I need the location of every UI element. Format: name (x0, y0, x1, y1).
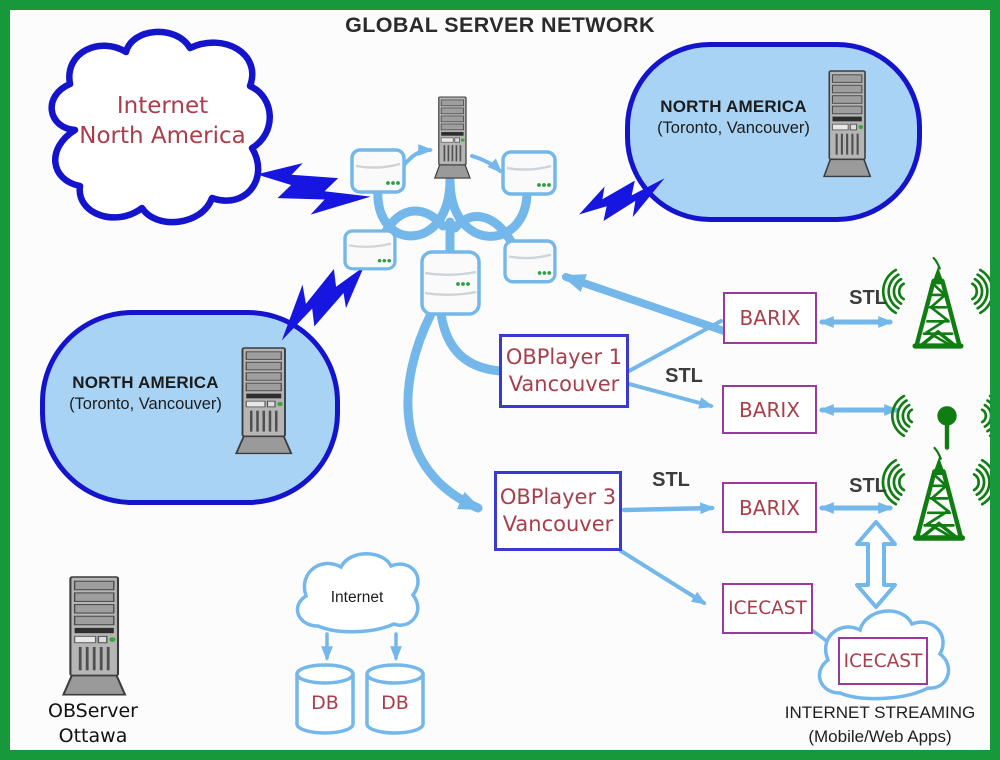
cloud-icon (295, 552, 420, 634)
db-cylinder-icon (295, 663, 355, 735)
obplayer1-line2: Vancouver (508, 372, 620, 396)
internet-na-cloud-label: Internet North America (55, 92, 270, 152)
lightning-bolt-icon (256, 163, 371, 215)
server-tower-icon (235, 346, 293, 455)
obplayer3-line2: Vancouver (502, 512, 614, 536)
db-cylinder-icon (365, 663, 425, 735)
connector-lines (321, 144, 900, 662)
barix-node-2: BARIX (722, 385, 817, 434)
stl-label-1: STL (849, 287, 887, 309)
double-arrow-icon (855, 520, 897, 609)
na-region-top (625, 42, 922, 222)
network-node-icon (343, 229, 397, 271)
na-region-top-label: NORTH AMERICA (Toronto, Vancouver) (636, 96, 831, 140)
region-line1: NORTH AMERICA (72, 373, 219, 392)
cloud-line1: Internet (116, 93, 209, 119)
radio-tower-icon (883, 448, 995, 538)
stl-label-3: STL (652, 469, 690, 491)
stl-label-2: STL (665, 365, 703, 387)
network-node-icon (503, 239, 557, 284)
lightning-bolt-icon (579, 178, 665, 221)
diagram-title: GLOBAL SERVER NETWORK (345, 13, 655, 37)
cluster-ropes (373, 175, 532, 513)
icecast-node-2: ICECAST (838, 637, 928, 685)
streaming-line2: (Mobile/Web Apps) (808, 726, 952, 746)
internet-cloud-label: Internet (330, 589, 384, 606)
icecast-node-1: ICECAST (722, 583, 813, 634)
lightning-bolt-icon (281, 266, 364, 341)
db-label-1: DB (311, 692, 339, 714)
obplayer1-line1: OBPlayer 1 (505, 344, 623, 369)
obplayer1-node: OBPlayer 1 Vancouver (499, 334, 629, 408)
antenna-icon (892, 396, 1000, 448)
server-tower-icon (62, 575, 127, 697)
obplayer3-line1: OBPlayer 3 (499, 484, 617, 509)
db-array-icon (420, 250, 481, 316)
stl-label-4: STL (849, 475, 887, 497)
streaming-line1: INTERNET STREAMING (784, 703, 976, 722)
streaming-caption: INTERNET STREAMING (Mobile/Web Apps) (775, 701, 985, 749)
na-region-left (40, 310, 340, 505)
db-label-2: DB (381, 692, 409, 714)
region-line1: NORTH AMERICA (660, 97, 807, 116)
na-region-left-label: NORTH AMERICA (Toronto, Vancouver) (48, 372, 243, 416)
server-tower-icon (433, 96, 471, 179)
cloud-icon (48, 28, 273, 226)
observer-line1: OBServer (48, 700, 138, 722)
cloud-line2: North America (79, 122, 246, 149)
region-line2: (Toronto, Vancouver) (69, 395, 222, 414)
obplayer3-node: OBPlayer 3 Vancouver (494, 471, 622, 551)
region-line2: (Toronto, Vancouver) (657, 119, 810, 138)
network-node-icon (350, 148, 406, 194)
barix-node-1: BARIX (723, 292, 817, 344)
barix-node-3: BARIX (722, 482, 817, 533)
network-node-icon (501, 150, 557, 196)
observer-line2: Ottawa (58, 724, 128, 747)
radio-tower-icon (883, 258, 993, 346)
observer-label: OBServer Ottawa (38, 699, 148, 748)
